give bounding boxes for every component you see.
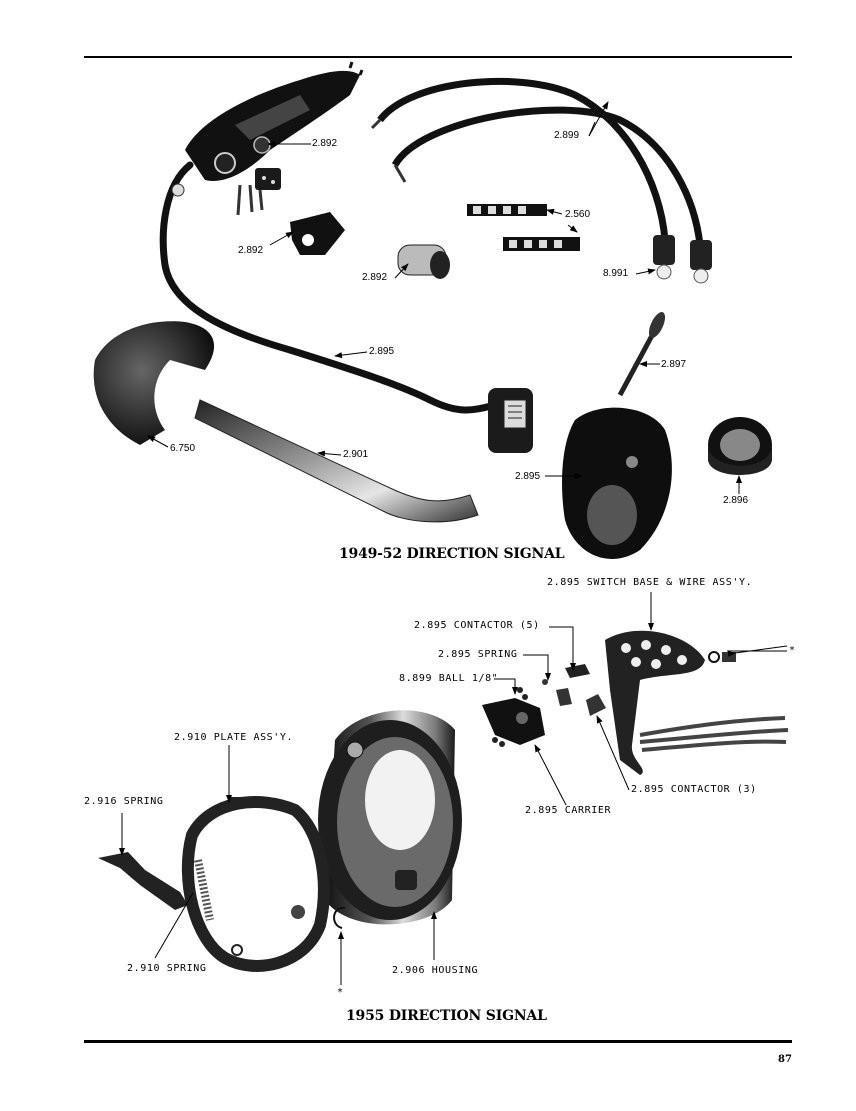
tube xyxy=(194,399,479,523)
label-2892-switch: 2.892 xyxy=(312,138,338,149)
page-number: 87 xyxy=(778,1054,792,1065)
small-contacts xyxy=(492,664,606,747)
label-2560: 2.560 xyxy=(565,209,591,220)
label-spring-2895: 2.895 SPRING xyxy=(438,649,518,660)
plate-assembly xyxy=(181,796,330,972)
terminal-strips xyxy=(467,204,580,251)
label-8991: 8.991 xyxy=(603,268,629,279)
screws xyxy=(708,651,736,663)
label-spring-2916: 2.916 SPRING xyxy=(84,796,164,807)
label-carrier: 2.895 CARRIER xyxy=(525,805,612,816)
cylinder-part xyxy=(397,244,450,279)
label-6750: 6.750 xyxy=(170,443,196,454)
twin-wires xyxy=(370,77,712,284)
cup-part xyxy=(708,417,772,475)
switch-cluster xyxy=(185,61,364,216)
label-spring-2910: 2.910 SPRING xyxy=(127,963,207,974)
carrier xyxy=(482,698,545,745)
label-2896: 2.896 xyxy=(723,495,749,506)
lever-rod xyxy=(617,312,666,397)
label-plate-assy: 2.910 PLATE ASS'Y. xyxy=(174,732,294,743)
label-housing: 2.906 HOUSING xyxy=(392,965,479,976)
caption-1949-52: 1949-52 DIRECTION SIGNAL xyxy=(339,546,565,562)
wire-connector xyxy=(488,388,533,453)
label-contactor-5: 2.895 CONTACTOR (5) xyxy=(414,620,540,631)
label-star-screws: * xyxy=(789,645,796,656)
label-2901: 2.901 xyxy=(343,449,369,460)
label-2895-cover: 2.895 xyxy=(515,471,541,482)
label-2895-wire: 2.895 xyxy=(369,346,395,357)
label-2892-cylinder: 2.892 xyxy=(362,272,388,283)
long-wire-harness xyxy=(159,161,499,414)
label-star-ring: * xyxy=(337,987,344,998)
label-switch-base: 2.895 SWITCH BASE & WIRE ASS'Y. xyxy=(547,577,753,588)
label-2899: 2.899 xyxy=(554,130,580,141)
steering-shroud xyxy=(93,321,215,445)
mounting-bracket xyxy=(290,212,345,255)
leader-lines xyxy=(119,101,788,985)
switch-cover xyxy=(562,407,672,559)
snap-ring xyxy=(333,906,346,929)
label-ball: 8.899 BALL 1/8" xyxy=(399,673,499,684)
label-2897: 2.897 xyxy=(661,359,687,370)
wire-spring-part xyxy=(98,852,188,910)
bottom-rule xyxy=(84,1040,792,1043)
caption-1955: 1955 DIRECTION SIGNAL xyxy=(346,1008,547,1024)
housing xyxy=(318,710,462,925)
switch-base xyxy=(605,630,789,775)
label-contactor-3: 2.895 CONTACTOR (3) xyxy=(631,784,757,795)
top-rule xyxy=(84,56,792,58)
label-2892-bracket: 2.892 xyxy=(238,245,264,256)
